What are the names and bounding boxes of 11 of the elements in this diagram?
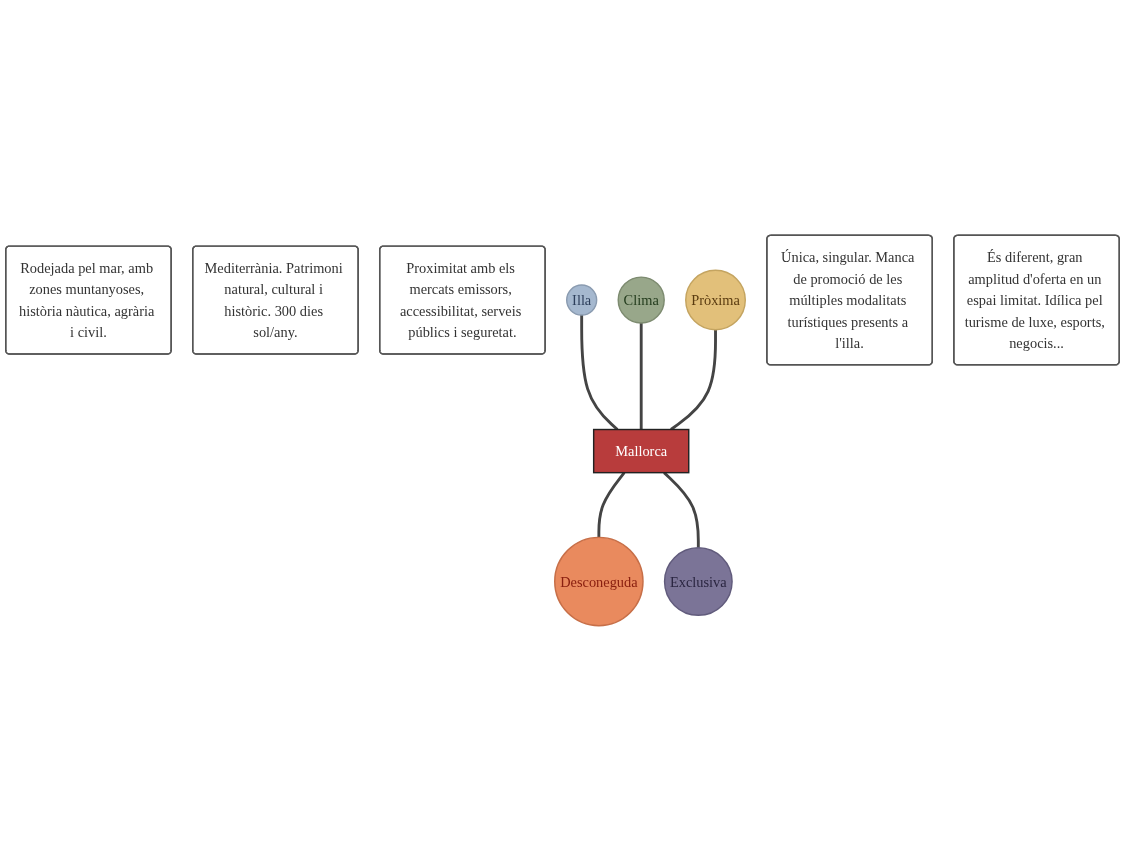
node-circle: Clima: [617, 276, 665, 324]
connector: [597, 471, 626, 538]
connector: [580, 315, 619, 431]
connector: [639, 323, 643, 430]
node-circle: Pròxima: [685, 269, 746, 331]
connector: [670, 329, 717, 431]
node-circle: Exclusiva: [663, 547, 733, 616]
node-box: Mallorca: [592, 428, 690, 474]
node-circle: Illa: [566, 284, 598, 316]
node-circle: Desconeguda: [554, 536, 644, 627]
connector: [663, 471, 700, 548]
